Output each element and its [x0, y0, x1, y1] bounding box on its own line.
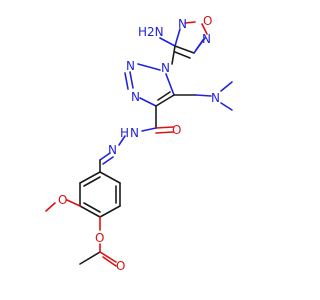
- bond-triazole-n1-n2: [137, 63, 161, 71]
- bond-ring-6: [79, 171, 101, 184]
- bond-n-ch-double: [102, 156, 114, 165]
- bond-c-nh: [141, 127, 157, 132]
- bond-c-o: [155, 126, 174, 129]
- bond-oxadiazole-c-c: [174, 45, 195, 54]
- bond-c-nh2: [159, 37, 176, 47]
- structure-drawing: H2N N O N N N N N O N H N O O O: [45, 14, 233, 273]
- bond-acyl-methyl: [79, 251, 101, 265]
- bond-triazole-c4-c5-double: [157, 91, 171, 101]
- bond-triazole-n1-c5: [165, 73, 175, 96]
- imine-n: N: [108, 143, 117, 157]
- bond-triazole-c4-c5: [155, 94, 175, 107]
- bond-acyl-o: [99, 251, 117, 263]
- amine-label: H2N: [138, 25, 164, 39]
- bond-oxadiazole-c-c-inner: [174, 51, 191, 59]
- bond-oxadiazole-o-n-right: [201, 23, 208, 35]
- bond-triazole-n2-n3-double: [124, 72, 129, 90]
- bond-ring-4-inner: [83, 202, 101, 213]
- oxadiazole-n-right: N: [202, 32, 211, 46]
- bond-oxadiazole-n-o-left: [184, 21, 196, 24]
- triazole-n2: N: [126, 59, 135, 73]
- bond-oxadiazole-c-n-right-double: [195, 37, 206, 51]
- bond-o-methyl: [45, 202, 56, 212]
- bond-ch2-n: [195, 94, 212, 97]
- bond-ring-1: [99, 171, 121, 184]
- bond-ring-3: [99, 205, 121, 218]
- bond-n-methyl-down: [220, 102, 233, 111]
- bond-n-methyl-up: [220, 81, 233, 92]
- bond-ring-ome: [66, 199, 81, 207]
- bond-c-o-double: [155, 131, 174, 134]
- dimethylamino-n: N: [211, 91, 220, 105]
- bond-triazole-n3-c4: [139, 97, 157, 107]
- triazole-n3: N: [131, 90, 140, 104]
- hydrazide-n: N: [130, 126, 139, 140]
- oxadiazole-o: O: [203, 14, 212, 28]
- bond-nh-n: [118, 135, 126, 146]
- bond-oxadiazole-triazole: [171, 45, 176, 65]
- triazole-n1: N: [161, 61, 170, 75]
- carbonyl-o: O: [116, 259, 125, 273]
- methoxy-o: O: [58, 193, 67, 207]
- molecule-diagram: H2N N O N N N N N O N H N O O O: [45, 14, 233, 273]
- amide-o: O: [172, 123, 181, 137]
- bond-ring-6-inner: [83, 176, 101, 187]
- bond-oxadiazole-c-n-left: [174, 28, 181, 47]
- bond-acyl-o-double: [102, 256, 117, 267]
- oxadiazole-n-left: N: [178, 17, 187, 31]
- hydrazide-h: H: [120, 126, 129, 140]
- bond-triazole-n2-n3: [129, 71, 134, 89]
- bonds: [45, 21, 233, 267]
- bond-n-ch: [99, 152, 111, 161]
- atom-labels: H2N N O N N N N N O N H N O O O: [58, 14, 220, 273]
- bond-ring-4: [79, 205, 101, 218]
- ester-o: O: [95, 231, 104, 245]
